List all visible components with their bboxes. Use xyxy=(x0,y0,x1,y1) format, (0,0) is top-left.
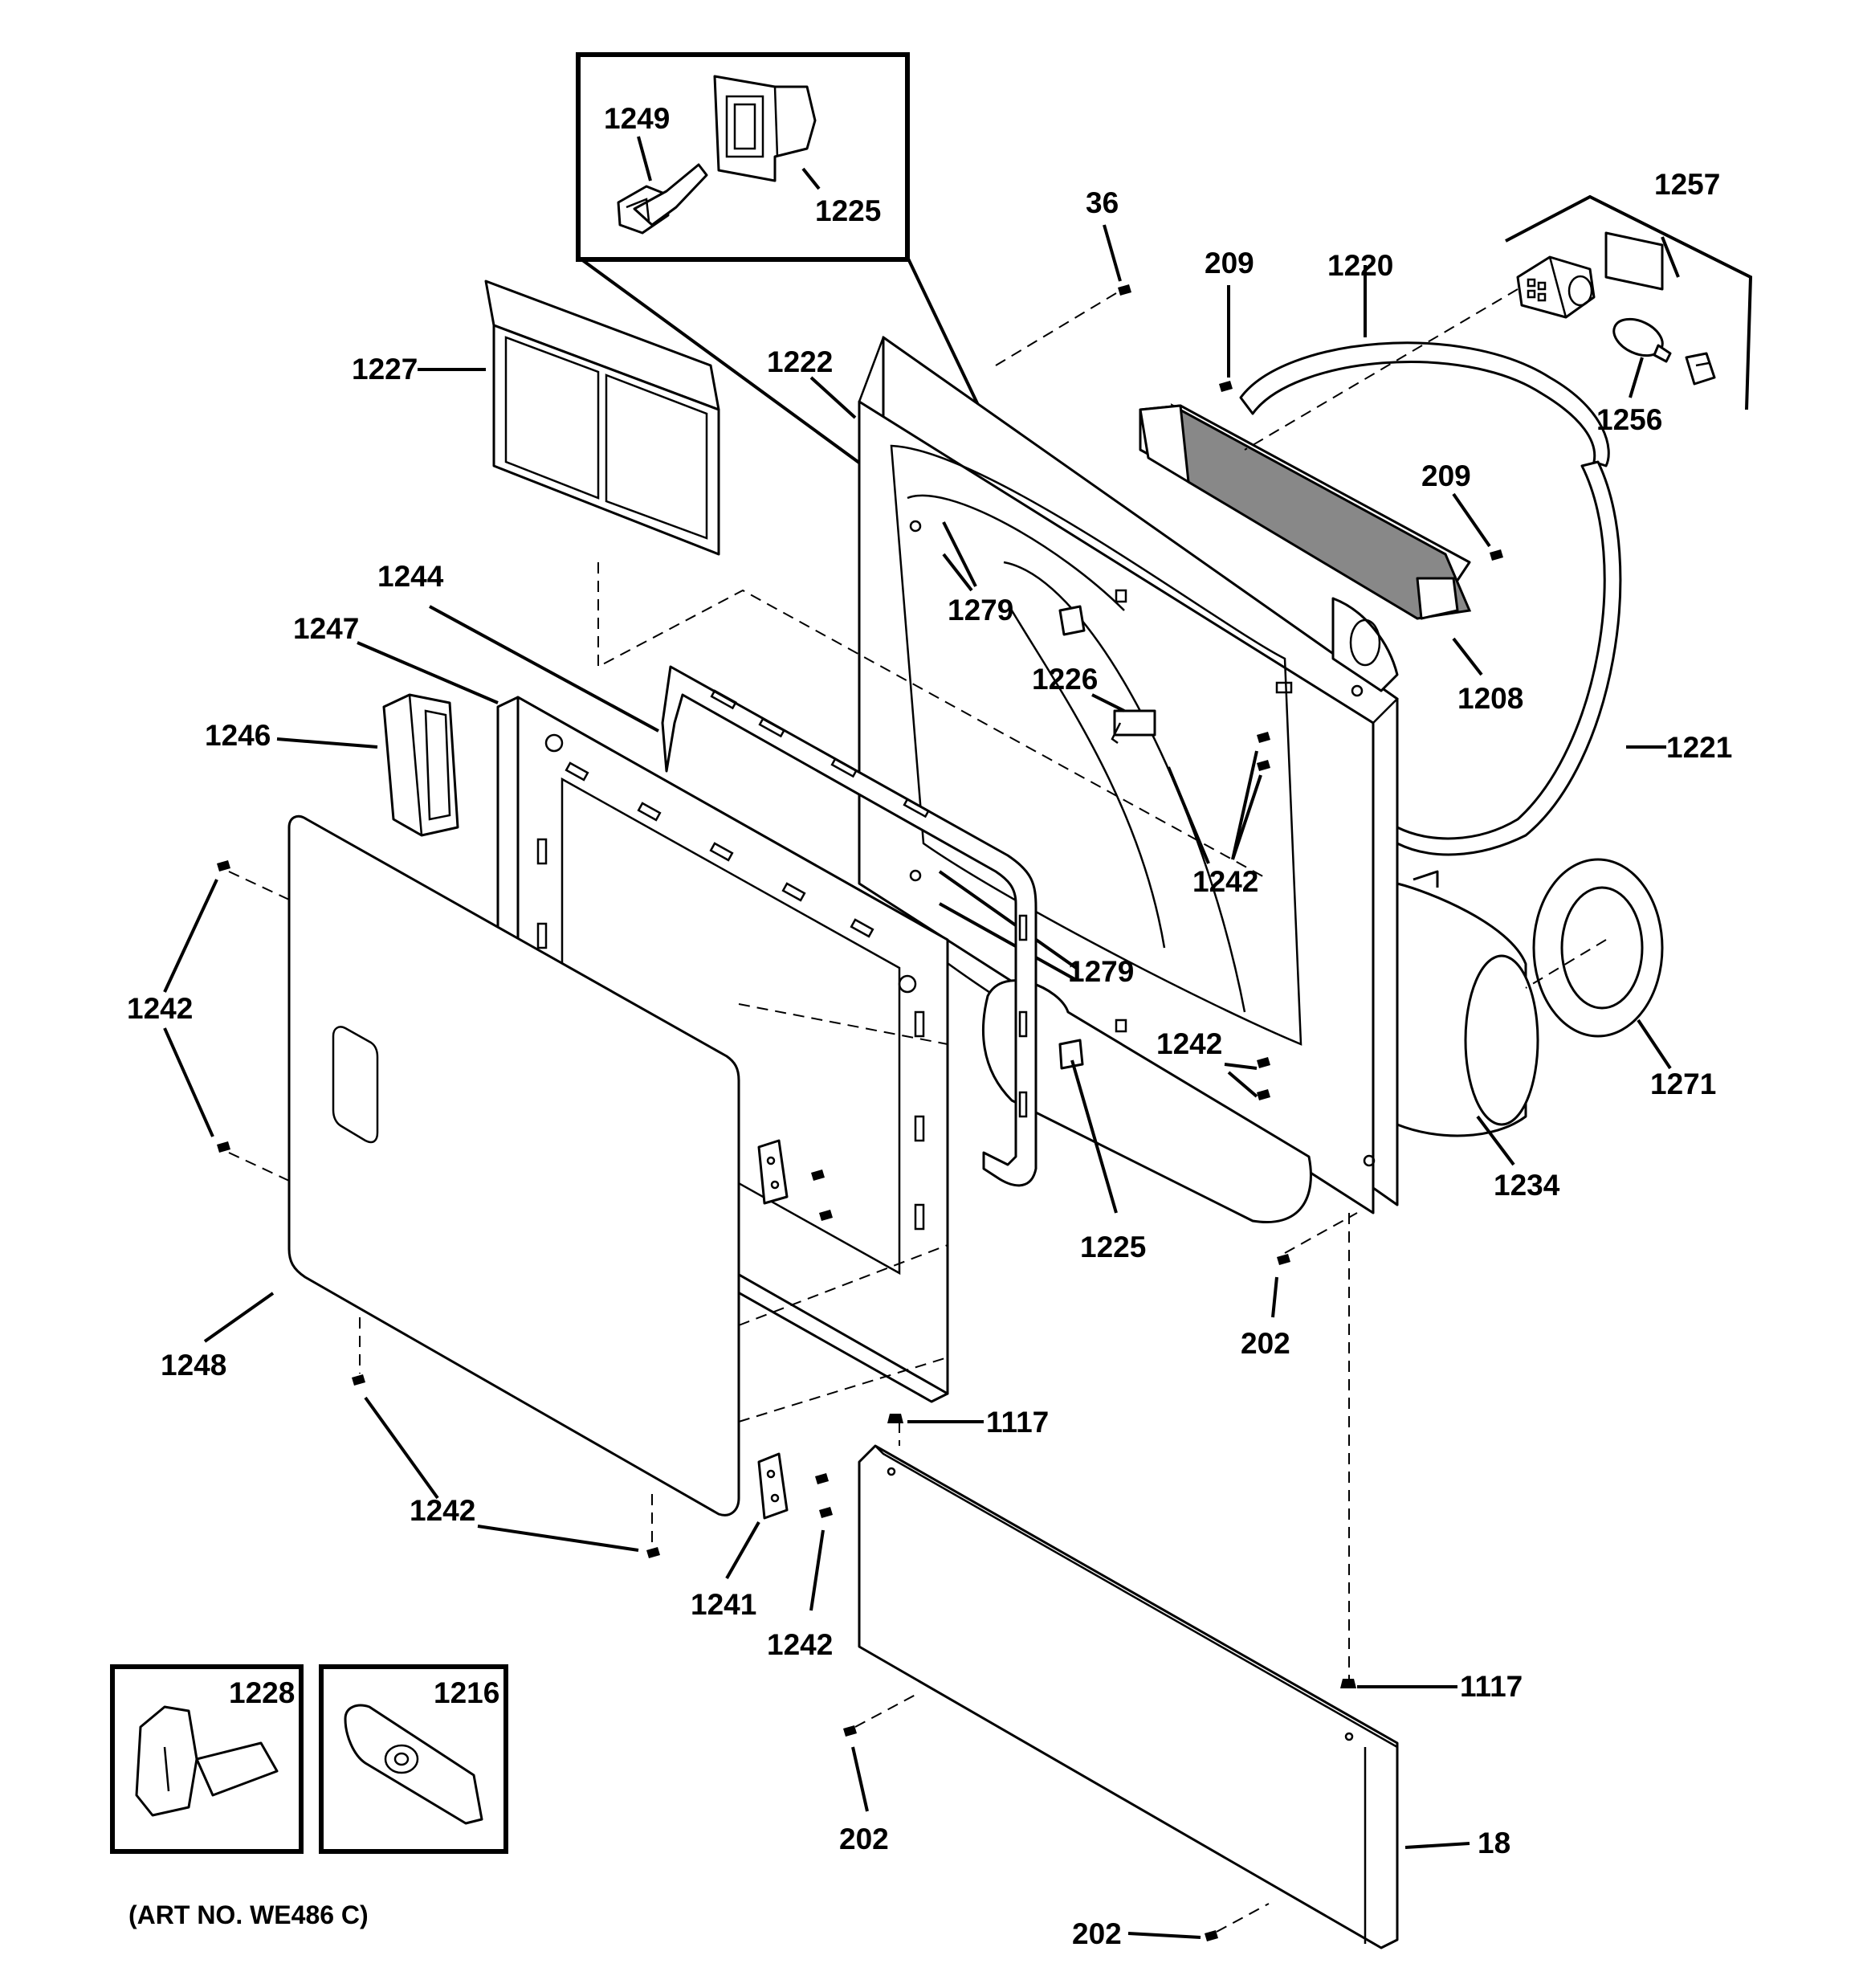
door-gasket-1244-part xyxy=(661,665,1037,1187)
label-1271: 1271 xyxy=(1650,1067,1716,1100)
art-number: (ART NO. WE486 C) xyxy=(128,1900,369,1929)
label-1117-upper: 1117 xyxy=(986,1406,1049,1439)
door-strike-1246-part xyxy=(382,693,459,837)
lamp-socket-part xyxy=(1516,255,1596,319)
label-1225-lower: 1225 xyxy=(1080,1231,1146,1263)
door-switch-installed xyxy=(1058,605,1086,1070)
label-1279-lower: 1279 xyxy=(1068,955,1134,988)
lamp-kit-1257-bracket xyxy=(1505,194,1753,410)
label-1227: 1227 xyxy=(352,353,418,386)
label-1242-left: 1242 xyxy=(127,992,193,1025)
drum-seal-1220-part xyxy=(1239,341,1610,467)
thermostat-1226-part xyxy=(1111,709,1156,745)
blower-duct-1234-part xyxy=(1396,870,1539,1137)
label-202-lowest: 202 xyxy=(1072,1917,1122,1950)
label-1247: 1247 xyxy=(293,612,359,645)
label-1246: 1246 xyxy=(205,719,271,752)
label-18: 18 xyxy=(1478,1827,1510,1859)
label-1249: 1249 xyxy=(604,102,670,135)
label-209-upper: 209 xyxy=(1205,247,1254,280)
door-switch-inset: 1249 1225 xyxy=(576,52,1082,620)
lint-duct-1208-part xyxy=(1139,403,1472,692)
label-1241: 1241 xyxy=(691,1588,756,1621)
label-1220: 1220 xyxy=(1327,249,1393,282)
label-1208: 1208 xyxy=(1457,682,1523,715)
inset-box-1216: 1216 xyxy=(319,1664,508,1854)
label-1279-upper: 1279 xyxy=(948,594,1013,627)
blower-seal-1271-part xyxy=(1532,858,1664,1038)
label-1228: 1228 xyxy=(229,1676,295,1709)
lamp-bulb-1256-part xyxy=(1612,317,1672,363)
lint-filter-part xyxy=(484,280,720,556)
label-1248: 1248 xyxy=(161,1349,226,1382)
drum-seal-1221-part xyxy=(1396,460,1622,856)
label-1257: 1257 xyxy=(1654,168,1720,201)
label-1242-hinge: 1242 xyxy=(767,1628,833,1661)
label-1256: 1256 xyxy=(1596,403,1662,436)
hinge-1241-part xyxy=(757,1452,789,1520)
door-switch-housing-part xyxy=(713,75,817,182)
hinge-upper-part xyxy=(757,1139,789,1205)
label-1117-lower: 1117 xyxy=(1460,1670,1523,1703)
lamp-connector-part xyxy=(1685,352,1716,386)
label-209-lower: 209 xyxy=(1421,459,1471,492)
outer-door-1248-part xyxy=(287,814,740,1517)
inset-box-1228: 1228 xyxy=(110,1664,304,1854)
label-1242-bottom: 1242 xyxy=(410,1494,475,1527)
label-1225-inset: 1225 xyxy=(815,194,881,227)
label-1222: 1222 xyxy=(767,345,833,378)
label-1242-panel: 1242 xyxy=(1192,865,1258,898)
label-1221: 1221 xyxy=(1666,731,1732,764)
lamp-window-part xyxy=(1604,231,1664,291)
label-1226: 1226 xyxy=(1032,663,1098,696)
label-1234: 1234 xyxy=(1494,1169,1560,1202)
label-202-bottom: 202 xyxy=(839,1823,889,1855)
toe-kick-18-part xyxy=(858,1444,1399,1949)
label-202-right: 202 xyxy=(1241,1327,1290,1360)
label-1244: 1244 xyxy=(377,560,444,593)
label-1216: 1216 xyxy=(434,1676,499,1709)
label-36: 36 xyxy=(1086,186,1119,219)
front-panel-1222-part xyxy=(858,336,1399,1223)
door-switch-actuator-part xyxy=(617,163,708,235)
label-1242-right: 1242 xyxy=(1156,1027,1222,1060)
